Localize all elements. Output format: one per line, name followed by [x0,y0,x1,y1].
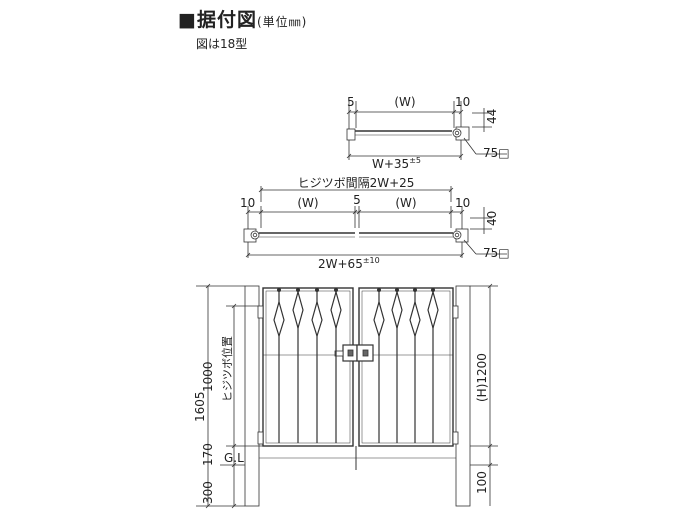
left-post [244,285,260,507]
right-post [455,285,471,507]
single-dim-right: 10 [455,95,470,109]
title-text: ■据付図 [178,9,257,31]
elev-hinge-height: 1000 [201,361,215,392]
double-dim-mid: 5 [353,193,361,207]
double-post-size: 75□ [483,246,510,260]
double-dim-w2: (W) [395,196,416,210]
double-depth: 40 [485,211,499,226]
double-span-label: ヒジツボ間隔2W+25 [298,176,415,190]
elev-post-embed: 100 [475,471,489,494]
elev-embed-depth: 300 [201,481,215,504]
single-gate-plan [346,101,507,160]
double-dim-w1: (W) [297,196,318,210]
page-title: ■据付図(単位㎜) [178,5,307,32]
double-dim-left: 10 [240,196,255,210]
page-subtitle: 図は18型 [196,37,248,51]
single-dim-total: W+35±5 [372,156,421,171]
elev-hinge-label: ヒジツボ位置 [220,336,234,402]
gate-elevation [196,283,498,509]
elev-total-height: 1605 [193,391,207,422]
double-gate-plan [243,186,507,258]
double-dim-right: 10 [455,196,470,210]
unit-note: (単位㎜) [256,15,308,29]
single-dim-center: (W) [394,95,415,109]
elev-bottom-gap: 170 [201,443,215,466]
double-dim-total: 2W+65±10 [318,256,380,271]
ground-label: G.L [224,451,244,465]
single-depth: 44 [485,109,499,124]
elev-gate-height: (H)1200 [475,353,489,402]
single-dim-left: 5 [347,95,355,109]
single-post-size: 75□ [483,146,510,160]
